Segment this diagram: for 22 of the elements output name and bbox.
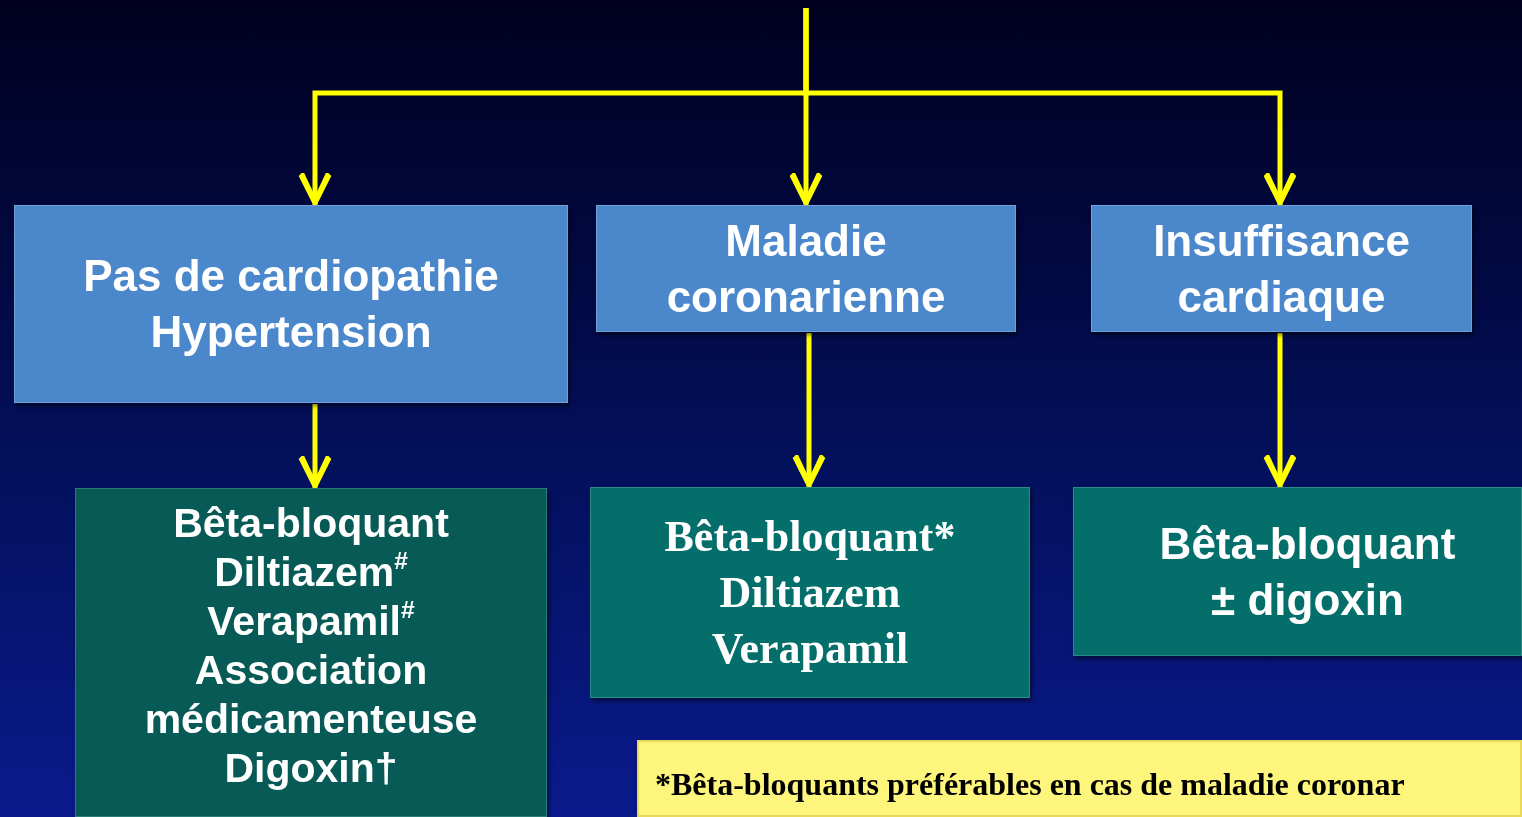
treatment-box [1073,487,1522,656]
node-label: ± digoxin [1211,573,1404,626]
treatment-box [590,487,1030,698]
node-label: Bêta-bloquant [173,499,449,548]
node-label: Digoxin† [224,744,398,793]
category-box [1091,205,1472,332]
node-label: Verapamil [711,622,909,675]
category-box [14,205,568,403]
node-label: Bêta-bloquant* [664,510,956,563]
note-box [637,740,1522,817]
node-label: Hypertension [150,306,432,358]
node-label: Diltiazem$^{#}$ [214,548,408,597]
node-label: Maladie coronarienne [665,214,947,323]
treatment-box [75,488,547,817]
node-label: Bêta-bloquant [1159,517,1456,570]
node-label: Verapamil$^{#}$ [207,597,415,646]
node-label: Diltiazem [719,566,901,619]
node-label: Pas de cardiopathie [83,250,499,302]
node-label: Insuffisance cardiaque [1152,214,1411,323]
footnote-text: *Bêta-bloquants préférables en cas de maladie coronar [655,765,1405,804]
category-box [596,205,1016,332]
node-label: Association médicamenteuse [143,646,479,744]
